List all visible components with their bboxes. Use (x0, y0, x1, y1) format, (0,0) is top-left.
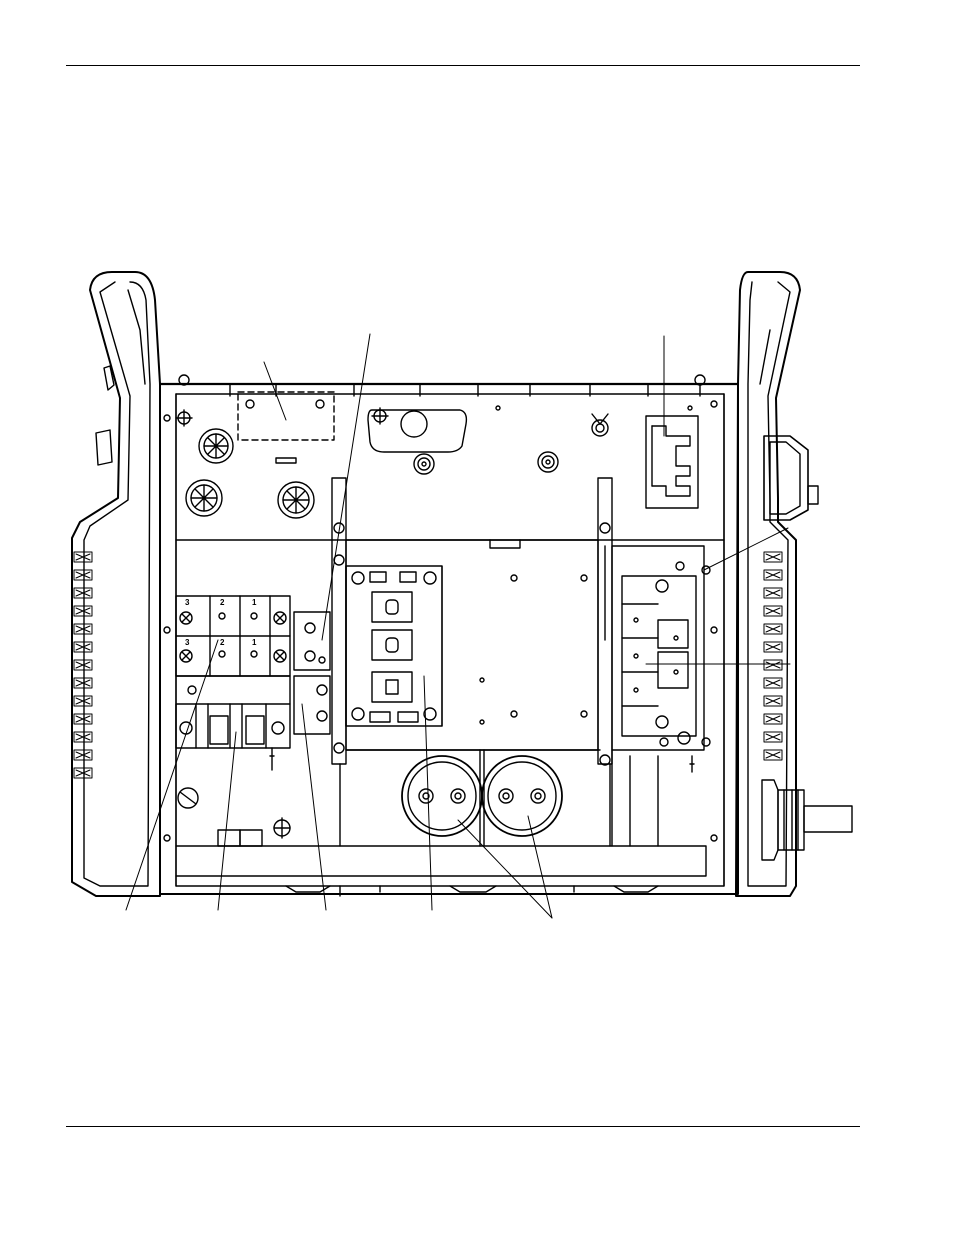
relay-block (645, 415, 699, 509)
left-vent-slots (73, 551, 93, 779)
chassis-mount-screws (163, 400, 718, 842)
left-handle (71, 271, 161, 897)
module-label: 1 (252, 638, 257, 647)
right-handle (735, 271, 801, 897)
output-diode-module (611, 545, 711, 751)
module-label: 2 (220, 638, 225, 647)
bus-bars (331, 477, 613, 847)
right-switch-housing (763, 435, 819, 521)
footer-rule (66, 1126, 860, 1127)
module-label: 3 (185, 638, 190, 647)
igbt-module-center (345, 565, 443, 727)
igbt-modules-left (175, 703, 291, 771)
lower-left-bay (177, 787, 291, 847)
diode-modules (175, 595, 291, 705)
module-label: 2 (220, 598, 225, 607)
small-terminal-blocks (293, 611, 331, 735)
module-label: 3 (185, 598, 190, 607)
module-label: 1 (252, 598, 257, 607)
callout-leader-lines (125, 333, 791, 919)
oval-connector-plate (367, 407, 468, 453)
dashed-board-outline (237, 391, 335, 464)
capacitor-icon (345, 749, 601, 847)
connector-icon (413, 405, 693, 475)
chassis-frame (158, 374, 740, 897)
right-lower-bay (611, 749, 695, 847)
right-vent-slots (763, 551, 783, 761)
strain-relief-icon (761, 779, 853, 861)
fan-grille-icon (175, 409, 315, 519)
header-rule (66, 65, 860, 66)
